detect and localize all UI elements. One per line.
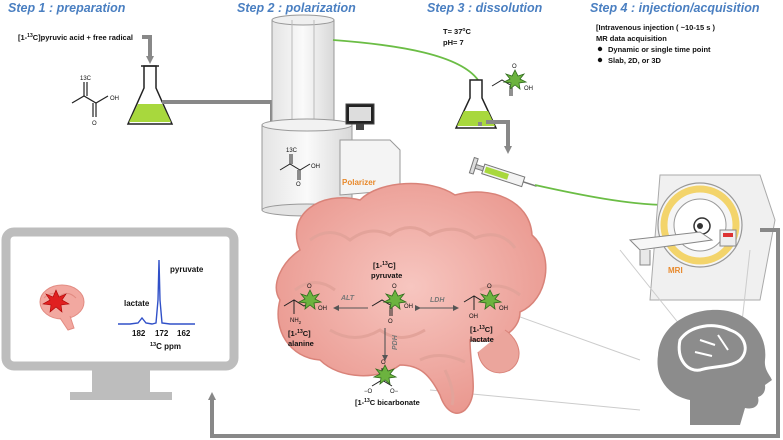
step-4-title: Step 4 : injection/acquisition — [590, 1, 760, 15]
alanine-oh-label: OH — [318, 306, 327, 312]
pipe-to-flask-arrow — [142, 35, 154, 64]
mri-label: MRI — [668, 266, 683, 275]
pyruvate-o2-label: O — [388, 319, 393, 325]
ldh-label: LDH — [430, 297, 445, 304]
bullet-dot-1 — [597, 46, 603, 52]
data-return-arrow — [208, 228, 780, 438]
hyperpolarized-star-icon — [502, 69, 528, 90]
lactate-star-icon — [477, 289, 503, 310]
spectrum-tick-172: 172 — [155, 329, 169, 338]
pdh-label: PDH — [392, 334, 399, 350]
spectrum-tick-162: 162 — [177, 329, 191, 338]
alanine-line-2: alanine — [288, 339, 314, 348]
pyruvate-star-icon — [382, 289, 408, 310]
o-label: O — [92, 121, 97, 127]
head-silhouette-icon — [657, 309, 772, 425]
bicarbonate-star-icon — [372, 364, 398, 385]
bicarbonate-o-label: O — [381, 360, 386, 366]
polarizer-oh-label: OH — [311, 164, 320, 170]
polarizer-device — [261, 14, 401, 217]
polarizer-atom-label: 13C — [286, 148, 298, 154]
pyruvate-line-2: pyruvate — [371, 271, 402, 280]
flask-2 — [454, 79, 498, 129]
pipe-to-syringe-arrow — [478, 120, 508, 150]
polarizer-label: Polarizer — [342, 178, 376, 187]
spectrum-lactate-label: lactate — [124, 299, 150, 308]
temperature-label: T= 37oC — [443, 27, 471, 36]
bicarbonate-o-minus-left: −O — [364, 389, 373, 395]
green-transfer-line-2 — [534, 184, 669, 206]
injection-line-1: [Intravenous injection ( ~10-15 s ) — [596, 23, 715, 32]
brain-illustration — [275, 182, 547, 414]
lactate-o-label: O — [487, 284, 492, 290]
pyruvate-line-1: [1-13C] — [373, 261, 396, 270]
injection-bullet-1: Dynamic or single time point — [608, 45, 711, 54]
spectrum-tick-182: 182 — [132, 329, 146, 338]
alanine-line-1: [1-13C] — [288, 329, 311, 338]
step-3-title: Step 3 : dissolution — [427, 1, 543, 15]
polarizer-molecule — [279, 154, 311, 180]
green-transfer-line-1 — [332, 39, 479, 81]
spectrum-axis-label: 13C ppm — [150, 342, 181, 351]
lactate-oh2-label: OH — [469, 314, 478, 320]
carbon13-atom-label: 13C — [80, 76, 92, 82]
step-1-title: Step 1 : preparation — [8, 1, 126, 15]
injection-bullet-2: Slab, 2D, or 3D — [608, 56, 662, 65]
bicarbonate-label: [1-13C bicarbonate — [355, 398, 420, 407]
dissolution-oh-label: OH — [524, 86, 533, 92]
alanine-star-icon — [297, 289, 323, 310]
spectrum-plot — [118, 259, 195, 325]
ph-label: pH= 7 — [443, 38, 464, 47]
pipe-to-polarizer-arrow — [162, 100, 276, 144]
mini-brain-icon — [39, 284, 85, 331]
polarizer-o-label: O — [296, 182, 301, 188]
bullet-dot-2 — [597, 57, 603, 63]
step-2-title: Step 2 : polarization — [237, 1, 356, 15]
mri-scanner — [628, 174, 776, 301]
preparation-label: [1-13C]pyruvic acid + free radical — [18, 33, 133, 42]
lactate-line-2: lactate — [470, 335, 494, 344]
flask-1 — [126, 65, 174, 125]
pyruvic-acid-molecule — [71, 82, 109, 117]
syringe-icon — [468, 156, 537, 188]
monitor-frame — [1, 227, 239, 400]
alanine-nh2-label: NH2 — [290, 318, 302, 325]
dissolution-o-label: O — [512, 64, 517, 70]
red-burst-icon — [42, 289, 70, 313]
lactate-line-1: [1-13C] — [470, 325, 493, 334]
lactate-oh-label: OH — [499, 306, 508, 312]
alt-label: ALT — [340, 295, 355, 302]
spectrum-pyruvate-label: pyruvate — [170, 265, 204, 274]
injection-line-2: MR data acquisition — [596, 34, 667, 43]
oh-label: OH — [110, 96, 119, 102]
pyruvate-o-label: O — [392, 284, 397, 290]
spectrum-trace — [118, 259, 195, 325]
alanine-o-label: O — [307, 284, 312, 290]
bicarbonate-o-minus-right: O− — [390, 389, 399, 395]
pyruvate-oh-label: OH — [404, 304, 413, 310]
